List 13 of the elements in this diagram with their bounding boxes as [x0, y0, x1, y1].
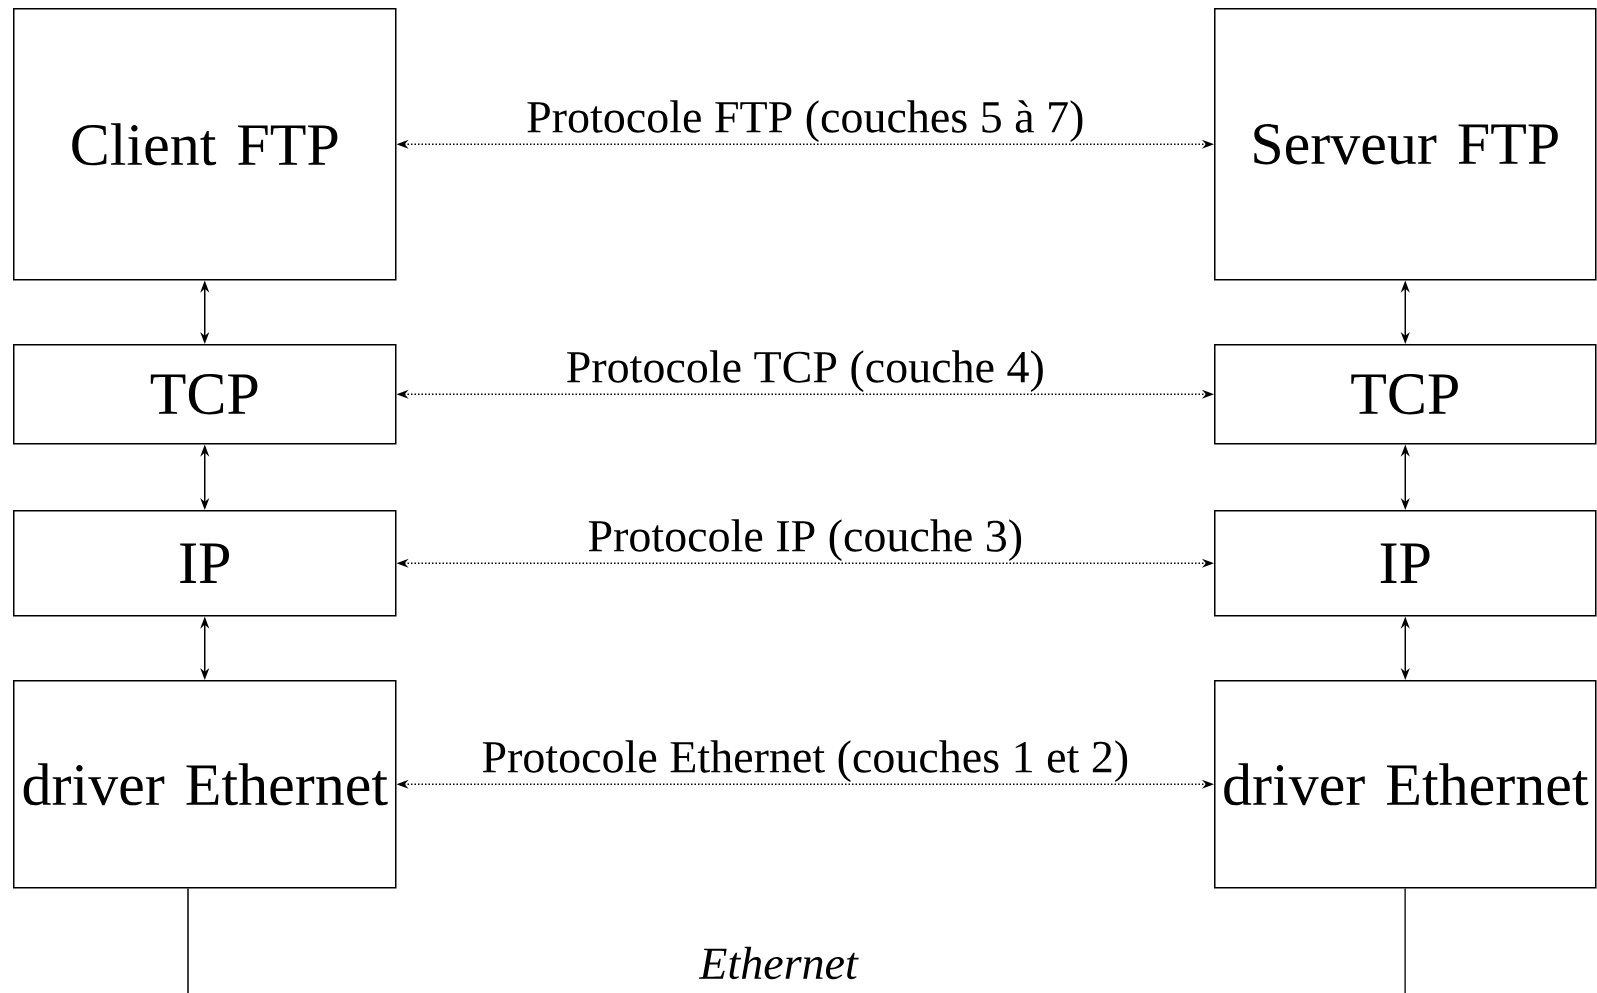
layer-box: driver Ethernet [1214, 680, 1597, 889]
network-label: Ethernet [698, 946, 859, 980]
edge-label: Protocole TCP (couche 4) [564, 349, 1046, 394]
layer-box: driver Ethernet [13, 680, 397, 889]
layer-box: IP [13, 510, 397, 617]
layer-box: Client FTP [13, 8, 397, 281]
layer-box: IP [1214, 510, 1597, 617]
edge-label: Protocole IP (couche 3) [586, 518, 1025, 563]
layer-box: Serveur FTP [1214, 8, 1597, 281]
layer-box: TCP [1214, 344, 1597, 445]
edge-label: Protocole FTP (couches 5 à 7) [525, 99, 1086, 144]
edge-label: Protocole Ethernet (couches 1 et 2) [480, 739, 1131, 784]
layer-box: TCP [13, 344, 397, 445]
